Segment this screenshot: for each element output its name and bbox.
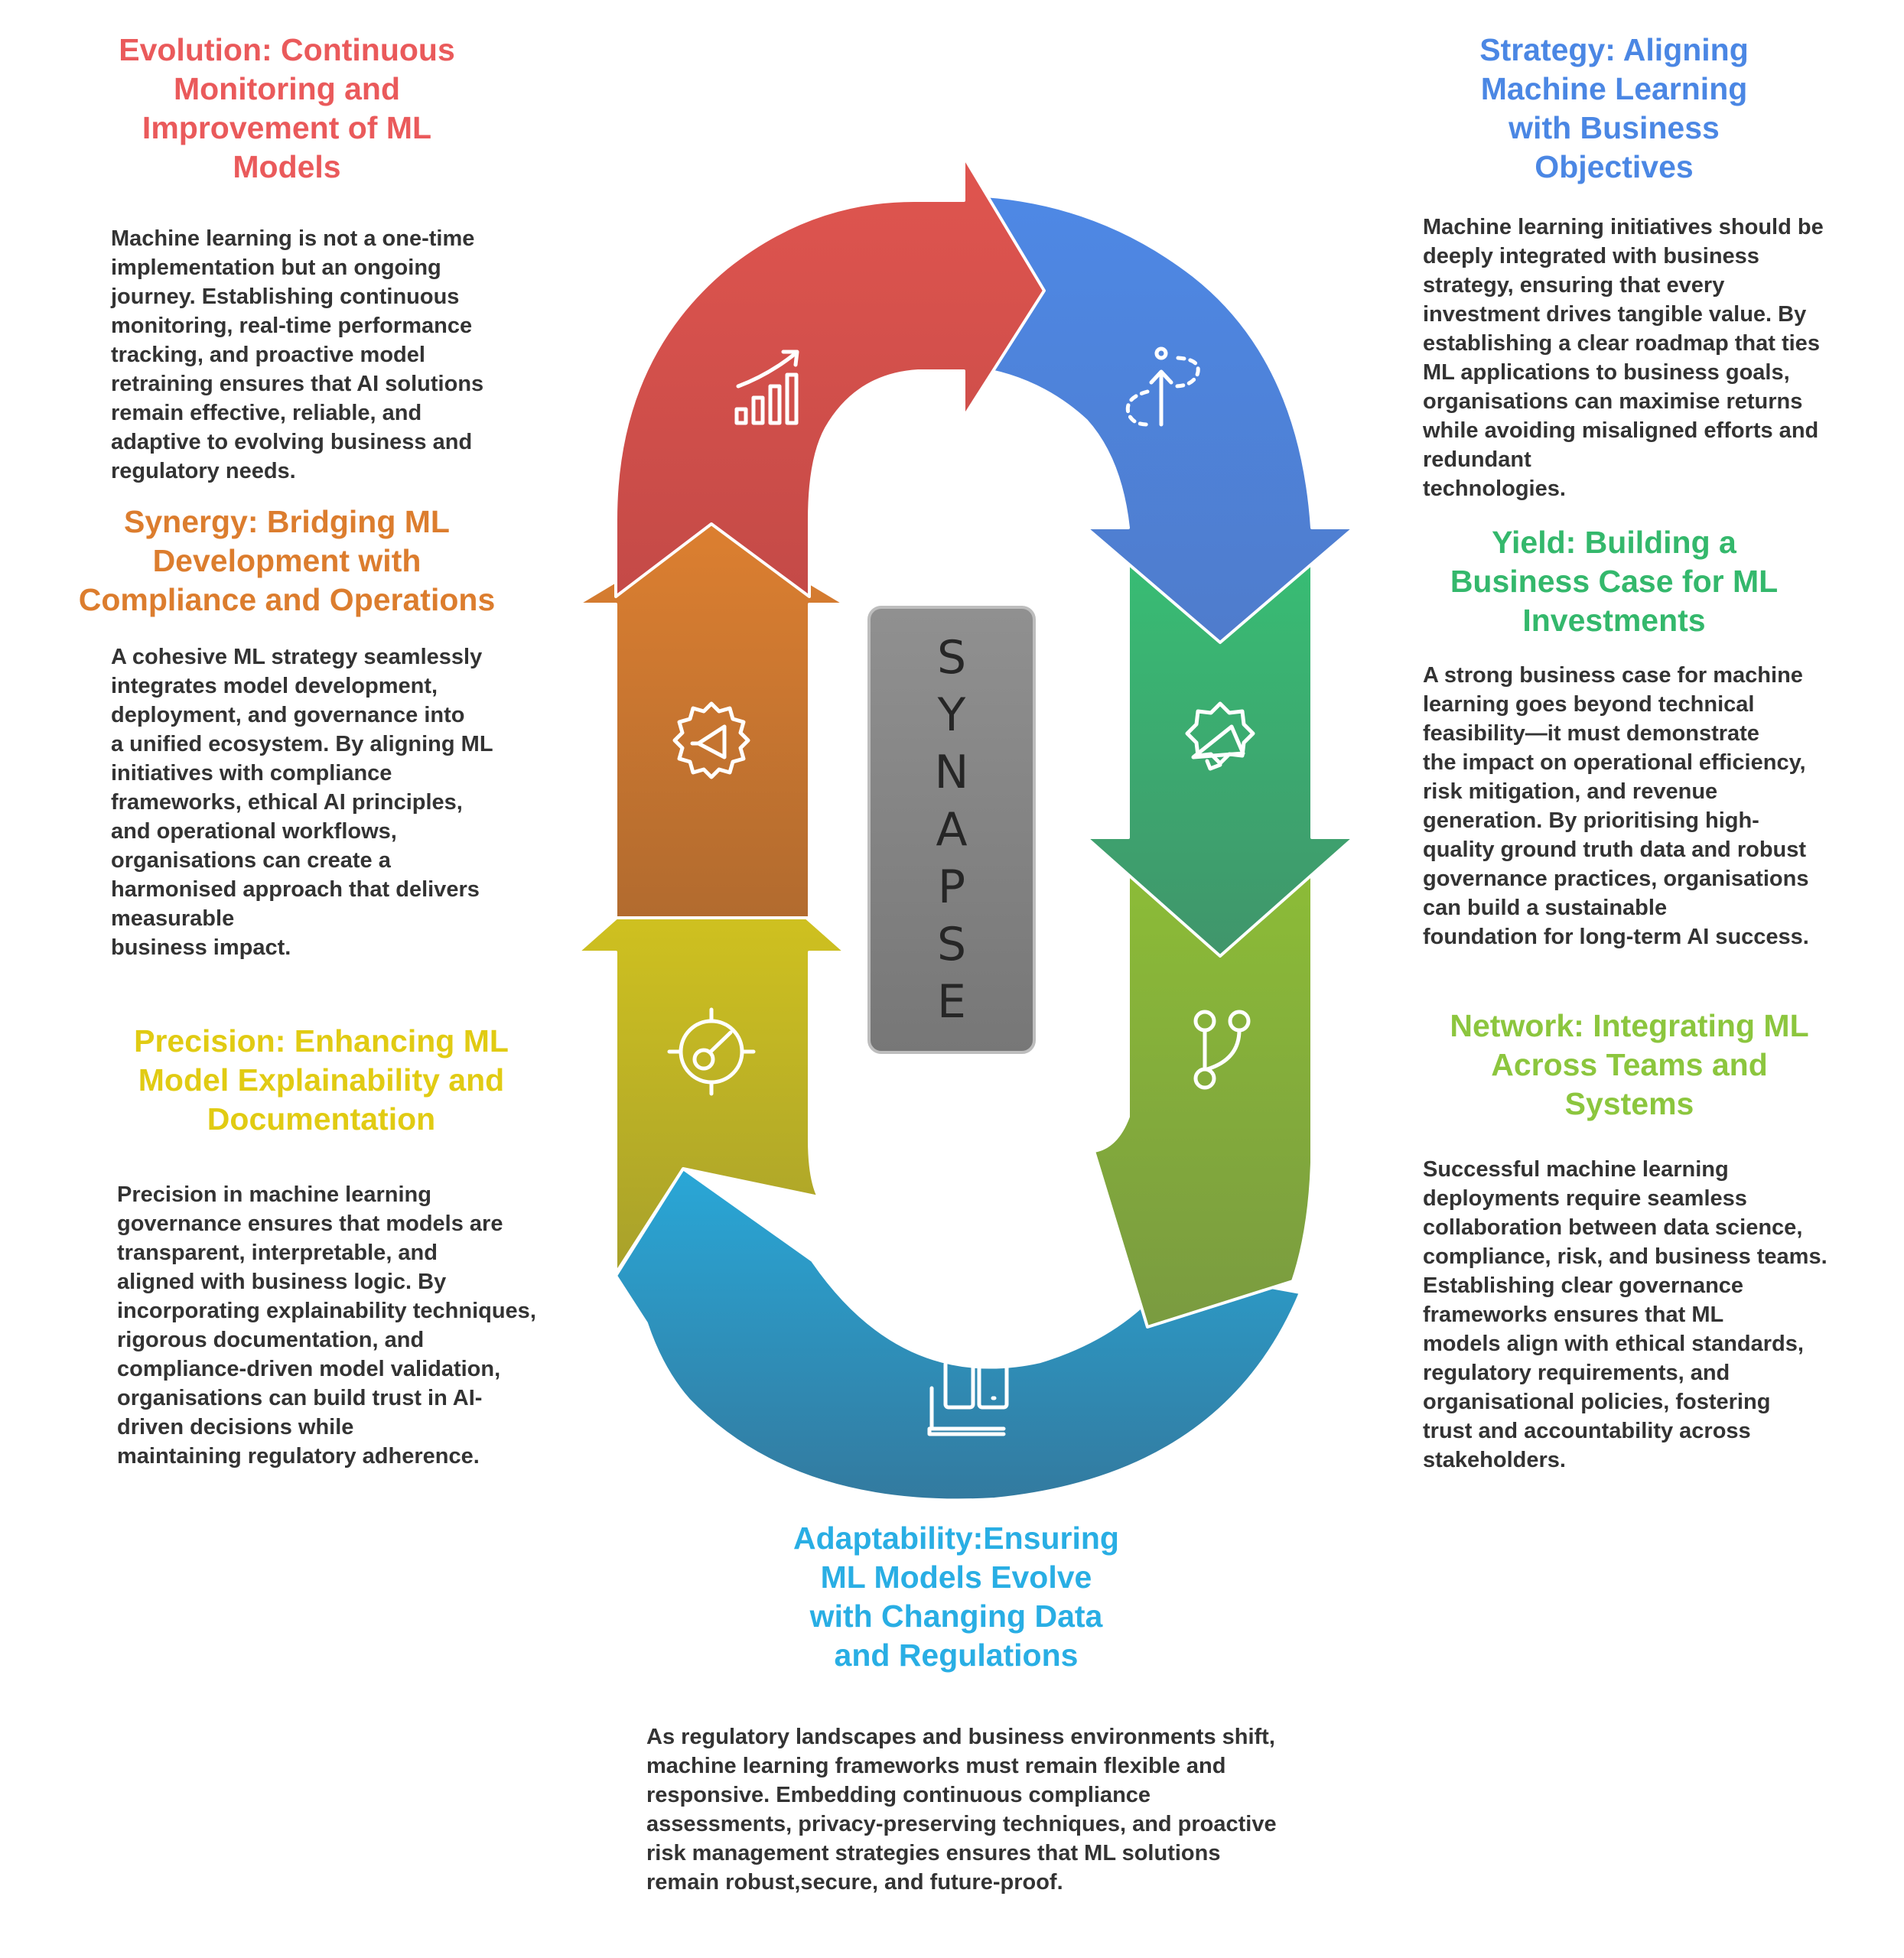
- yield-description: A strong business case for machine learn…: [1423, 663, 1809, 949]
- target-crosshair-icon: [667, 1007, 756, 1096]
- synapse-letter: S: [936, 630, 967, 685]
- evolution-arrow-segment: [614, 155, 1046, 598]
- yield-heading: Yield: Building a Business Case for ML I…: [1450, 525, 1779, 638]
- chart-growth-icon: [734, 350, 799, 425]
- evolution-heading: Evolution: Continuous Monitoring and Imp…: [119, 32, 455, 184]
- precision-description: Precision in machine learning governance…: [117, 1182, 536, 1468]
- precision-heading: Precision: Enhancing ML Model Explainabi…: [134, 1023, 509, 1137]
- adaptability-description: As regulatory landscapes and business en…: [646, 1725, 1277, 1895]
- devices-icon: [927, 1359, 1009, 1436]
- synapse-letter: A: [936, 802, 968, 857]
- synapse-letter: S: [936, 917, 967, 971]
- synapse-letter: Y: [937, 688, 966, 742]
- path-direction-icon: [1125, 346, 1200, 427]
- yield-arrow-segment: [1085, 557, 1356, 958]
- badge-megaphone-icon: [1185, 701, 1255, 771]
- gear-megaphone-icon: [672, 701, 750, 779]
- synapse-letter: E: [937, 974, 966, 1029]
- network-description: Successful machine learning deployments …: [1423, 1157, 1828, 1472]
- adaptability-arrow-segment: [614, 1167, 1302, 1502]
- synapse-center-box: S Y N A P S E: [867, 606, 1036, 1054]
- network-heading: Network: Integrating ML Across Teams and…: [1450, 1008, 1809, 1121]
- git-branch-icon: [1193, 1010, 1251, 1090]
- synergy-description: A cohesive ML strategy seamlessly integr…: [111, 645, 493, 960]
- evolution-description: Machine learning is not a one-time imple…: [111, 226, 484, 483]
- network-arrow-segment: [1092, 870, 1313, 1329]
- strategy-heading: Strategy: Aligning Machine Learning with…: [1479, 32, 1749, 184]
- synergy-heading: Synergy: Bridging ML Development with Co…: [78, 504, 496, 617]
- synapse-letter: P: [937, 860, 966, 914]
- strategy-description: Machine learning initiatives should be d…: [1423, 215, 1824, 501]
- synapse-letter: N: [934, 745, 969, 799]
- adaptability-heading: Adaptability:Ensuring ML Models Evolve w…: [793, 1521, 1119, 1673]
